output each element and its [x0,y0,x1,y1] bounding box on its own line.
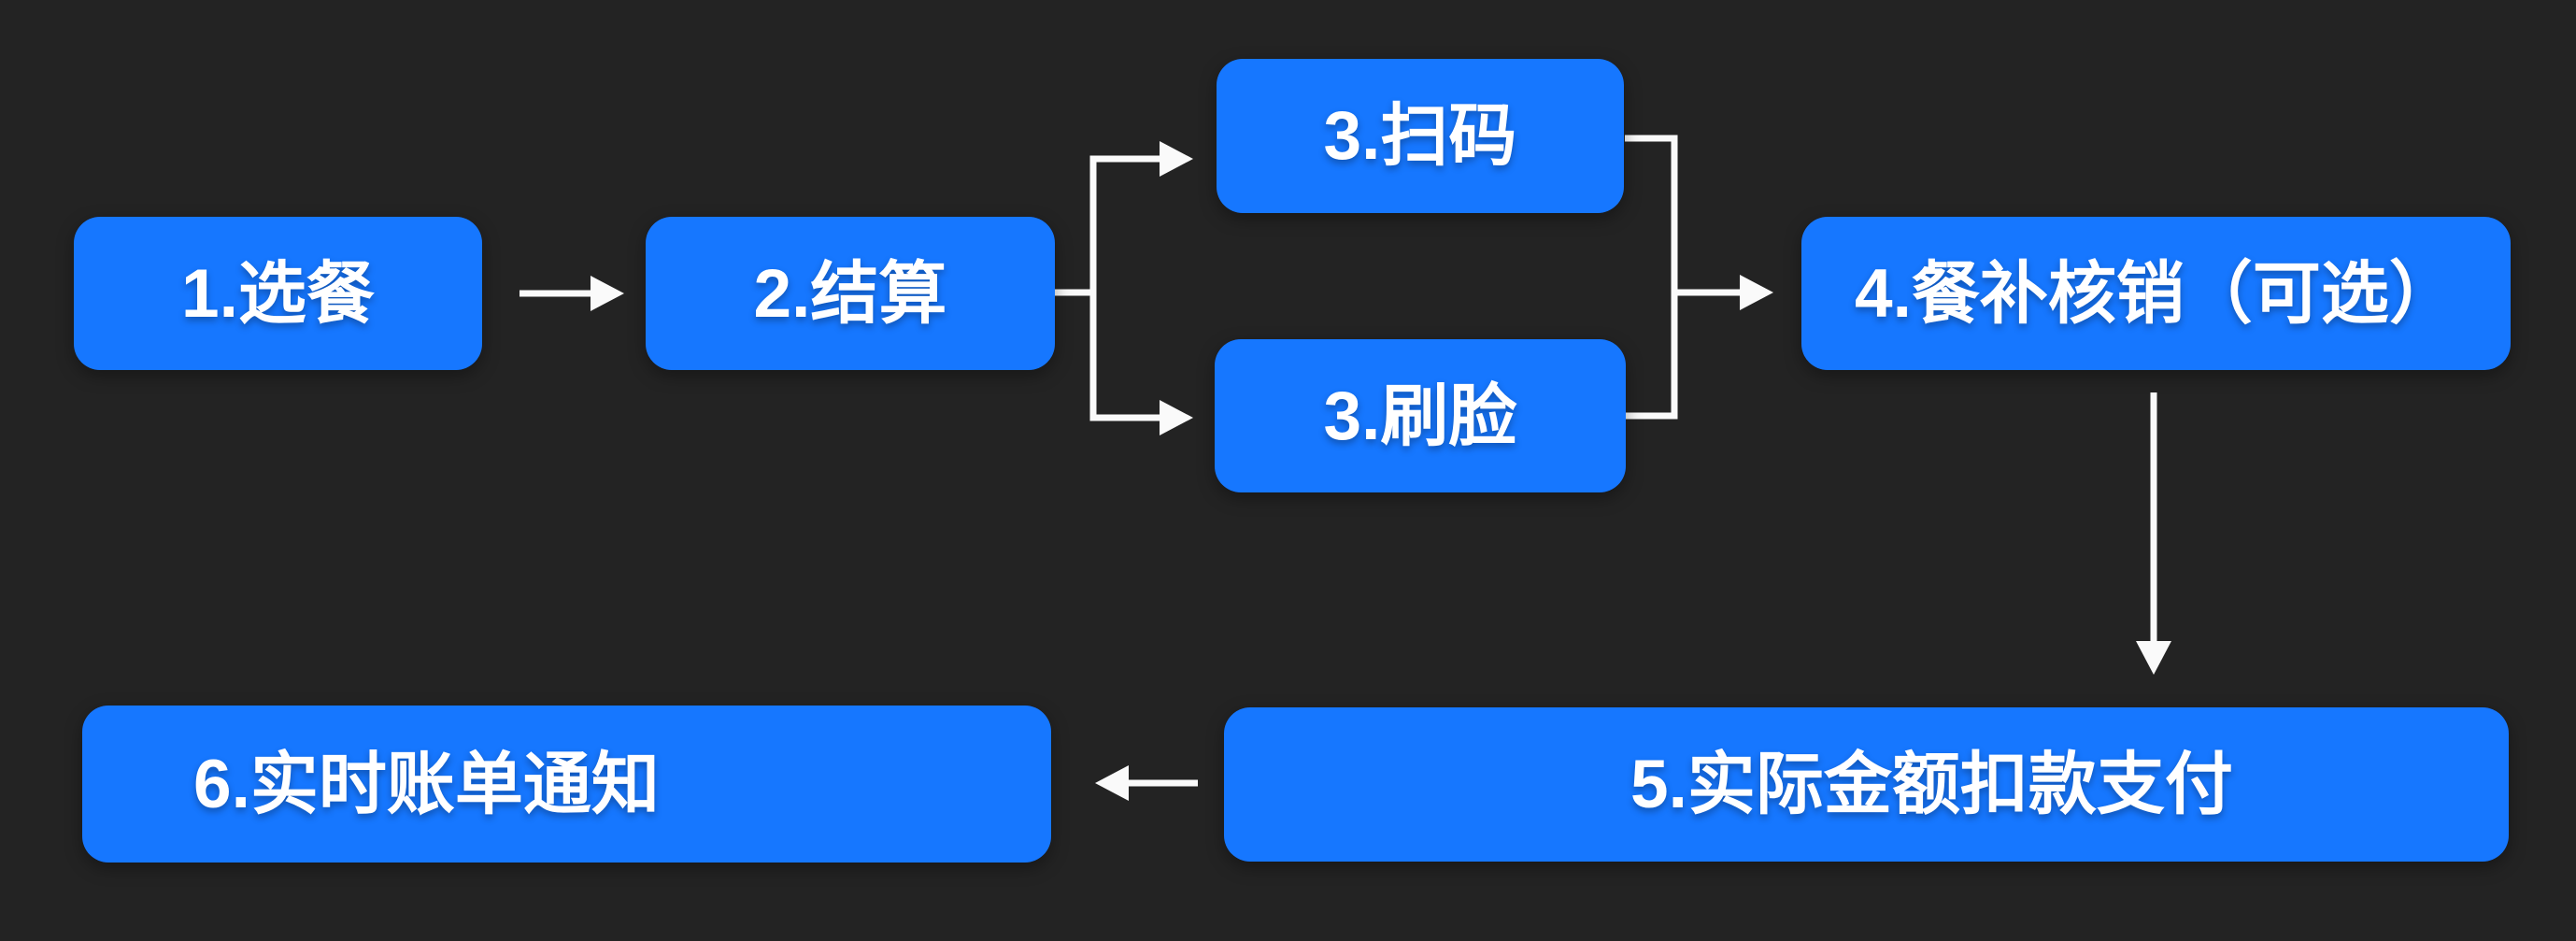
flow-node-label: 2.结算 [753,255,947,332]
flow-node-label: 3.刷脸 [1323,378,1517,454]
flow-node-3-scan-code: 3.扫码 [1217,59,1624,213]
flow-node-label: 1.选餐 [181,255,375,332]
flow-node-1-choose-meal: 1.选餐 [74,217,482,370]
flow-node-5-actual-amount-payment: 5.实际金额扣款支付 [1224,707,2509,862]
flow-node-label: 3.扫码 [1323,98,1517,174]
flow-node-6-realtime-bill-notification: 6.实时账单通知 [82,706,1051,863]
edge-5-to-6-arrow [1095,765,1198,801]
flow-node-label: 4.餐补核销（可选） [1855,255,2457,332]
flow-node-3-face-scan: 3.刷脸 [1215,339,1626,492]
flow-node-4-meal-subsidy-verification: 4.餐补核销（可选） [1801,217,2511,370]
edge-4-to-5-arrow [2136,392,2171,675]
edge-3-merge-connector [1625,135,1773,420]
flow-node-label: 5.实际金额扣款支付 [1630,747,2233,822]
edge-2-split-connector [1055,141,1193,435]
flow-node-2-checkout: 2.结算 [646,217,1055,370]
edge-1-to-2-arrow [519,276,624,311]
flow-node-label: 6.实时账单通知 [193,746,660,822]
